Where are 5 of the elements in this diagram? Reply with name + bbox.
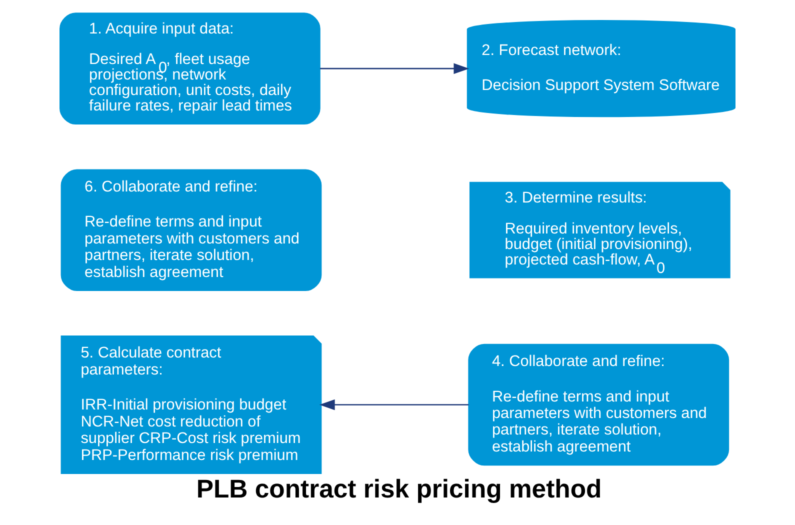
arrow (319, 399, 469, 410)
node-box: 6. Collaborate and refine: Re-define terms and input parameters with customers and partners, iterate solution, establish agreement (60, 169, 322, 292)
arrow (320, 63, 470, 74)
node-box: 4. Collaborate and refine: Re-define terms and input parameters with customers and partners, iterate solution, establish agreement (468, 344, 730, 466)
diagram-title: PLB contract risk pricing method (196, 476, 602, 504)
